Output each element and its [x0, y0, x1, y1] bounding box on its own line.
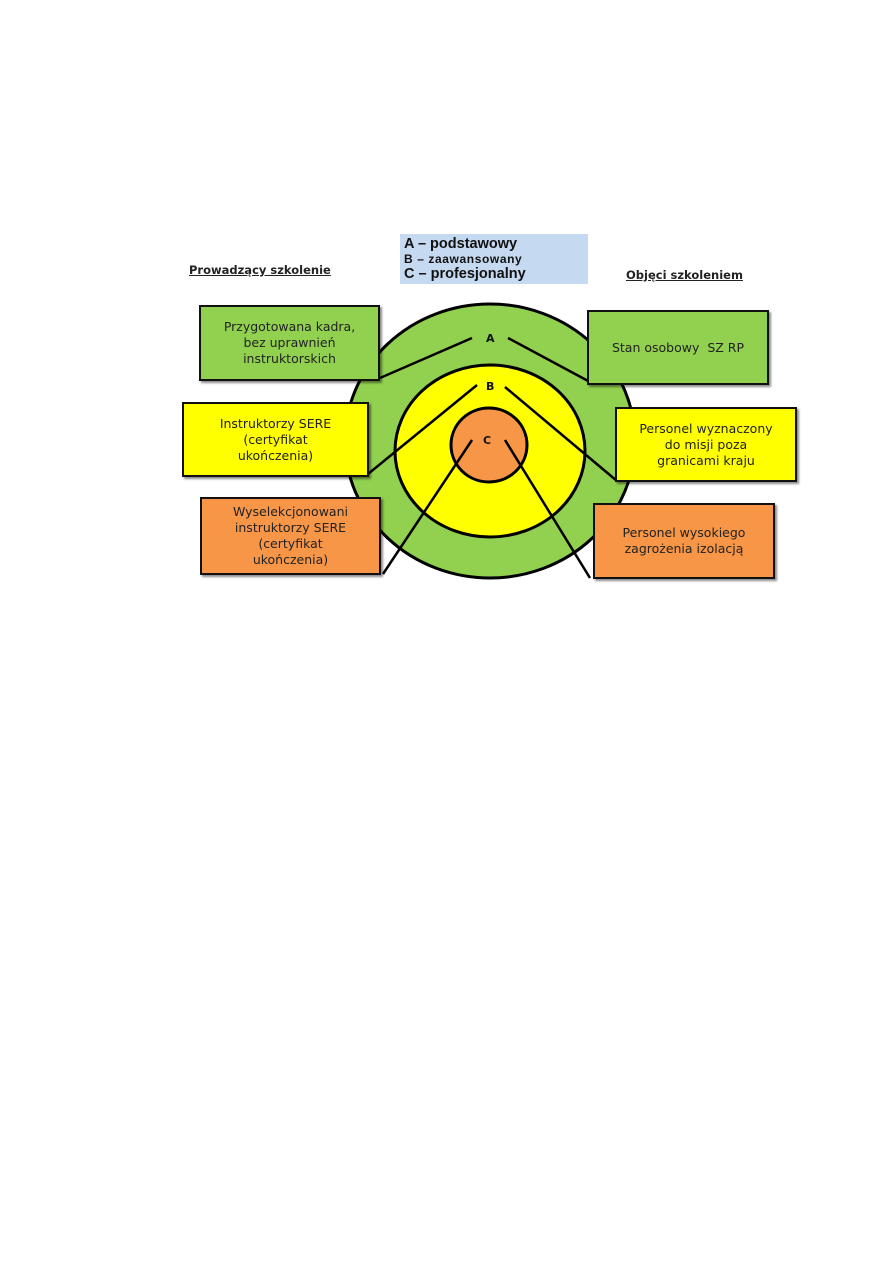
box-text-line: Stan osobowy SZ RP	[611, 339, 745, 355]
ring-a-label: A	[486, 332, 495, 345]
right-box-level-c: Personel wysokiego zagrożenia izolacją	[593, 503, 775, 579]
connector-c-right	[503, 439, 592, 579]
box-text-line: instruktorskich	[243, 351, 336, 366]
box-text-line: Instruktorzy SERE	[219, 415, 332, 431]
box-text-line: instruktorzy SERE	[234, 520, 347, 535]
left-box-level-a: Przygotowana kadra, bez uprawnień instru…	[199, 305, 380, 381]
legend-item-c: C – profesjonalny	[404, 266, 526, 282]
legend-item-b: B – zaawansowany	[404, 252, 523, 266]
connector-b-right	[504, 386, 618, 482]
box-text-line: Przygotowana kadra,	[223, 319, 356, 334]
heading-trainees: Objęci szkoleniem	[626, 268, 743, 282]
ring-c-circle	[449, 406, 529, 484]
box-text-line: Personel wyznaczony	[639, 420, 773, 436]
legend-item-a: A – podstawowy	[404, 236, 518, 252]
box-text-line: (certyfikat	[243, 431, 308, 447]
box-text-line: ukończenia)	[252, 552, 329, 567]
level-legend: A – podstawowy B – zaawansowany C – prof…	[400, 234, 588, 284]
ring-c-label: C	[483, 434, 492, 447]
box-text-line: Wyselekcjonowani	[233, 504, 348, 519]
connector-a-left	[379, 336, 473, 380]
right-box-level-a: Stan osobowy SZ RP	[587, 310, 769, 385]
box-text-line: bez uprawnień	[243, 335, 336, 350]
box-text-line: zagrożenia izolacją	[624, 541, 744, 556]
heading-trainers: Prowadzący szkolenie	[189, 263, 331, 277]
connector-a-right	[507, 336, 591, 384]
connector-b-left	[367, 384, 478, 475]
box-text-line: ukończenia)	[237, 447, 314, 463]
box-text-line: (certyfikat	[258, 536, 323, 551]
ring-b-label: B	[486, 380, 495, 393]
connector-c-left	[381, 439, 474, 575]
box-text-line: Personel wysokiego	[622, 525, 746, 540]
box-text-line: do misji poza	[664, 436, 748, 452]
right-box-level-b: Personel wyznaczony do misji poza granic…	[615, 407, 797, 482]
box-text-line: granicami kraju	[657, 452, 755, 468]
left-box-level-c: Wyselekcjonowani instruktorzy SERE (cert…	[200, 497, 381, 575]
left-box-level-b: Instruktorzy SERE (certyfikat ukończenia…	[182, 402, 369, 477]
